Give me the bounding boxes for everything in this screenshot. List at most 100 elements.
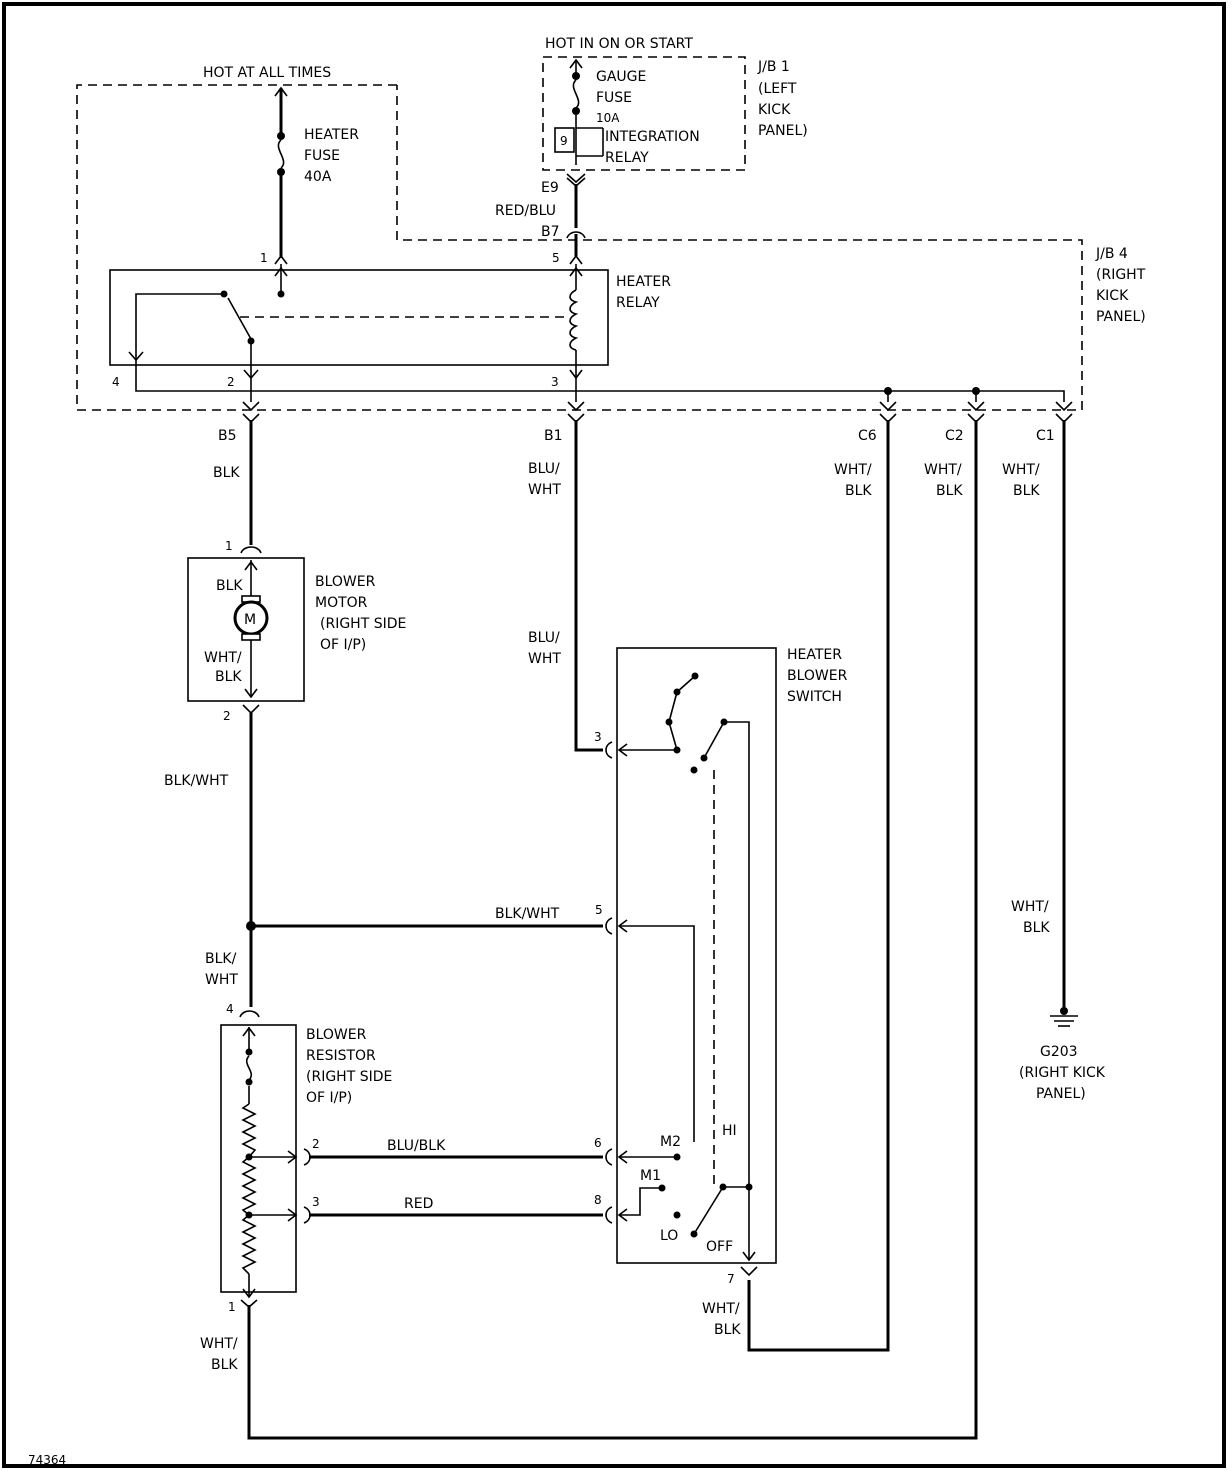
wire-label-blu-wht-b1: BLU/ WHT [528, 461, 561, 498]
wire-label-wht-blk-switch7: WHT/ BLK [702, 1301, 741, 1338]
resistor-pin-1: 1 [228, 1300, 236, 1314]
svg-text:WHT: WHT [528, 651, 561, 667]
svg-text:(LEFT: (LEFT [758, 81, 797, 97]
integration-relay: 9 [554, 127, 604, 157]
relay-pin-3: 3 [551, 375, 559, 389]
svg-text:BLOWER: BLOWER [315, 574, 376, 590]
figure-number: 74364 [28, 1453, 66, 1467]
ground-g203-label: G203 (RIGHT KICK PANEL) [1019, 1044, 1106, 1102]
integration-relay-label: INTEGRATION RELAY [605, 129, 700, 166]
wire-label-blu-wht-sw: BLU/ WHT [528, 630, 561, 667]
connector-e9-label: E9 [541, 180, 559, 196]
svg-text:OF I/P): OF I/P) [306, 1090, 352, 1106]
wire-label-wht-blk-resistor1: WHT/ BLK [200, 1336, 238, 1373]
jb4-label: J/B 4 (RIGHT KICK PANEL) [1095, 246, 1146, 325]
svg-text:J/B 1: J/B 1 [757, 59, 790, 75]
heater-relay-label: HEATER RELAY [616, 274, 671, 311]
motor-symbol: M [244, 612, 256, 628]
connector-c1-label: C1 [1036, 428, 1055, 444]
svg-text:OF I/P): OF I/P) [320, 637, 366, 653]
switch-pin-3: 3 [594, 730, 602, 744]
svg-text:WHT: WHT [528, 482, 561, 498]
relay-pin-5: 5 [552, 251, 560, 265]
switch-position-hi: HI [722, 1123, 737, 1139]
connector-c2-label: C2 [945, 428, 964, 444]
heater-relay-coil [569, 264, 583, 380]
switch-position-m2: M2 [660, 1134, 681, 1150]
switch-m1-contact [617, 1184, 666, 1222]
switch-position-lo: LO [660, 1228, 678, 1244]
hot-in-on-or-start-label: HOT IN ON OR START [545, 36, 693, 52]
wire-wht-blk-c2 [247, 420, 978, 1440]
svg-text:WHT/: WHT/ [1011, 899, 1049, 915]
wire-label-wht-blk-ground: WHT/ BLK [1011, 899, 1050, 936]
jb1-label: J/B 1 (LEFT KICK PANEL) [757, 59, 808, 139]
svg-text:HEATER: HEATER [304, 127, 359, 143]
svg-text:BLK: BLK [1023, 920, 1050, 936]
svg-text:BLK: BLK [714, 1322, 741, 1338]
switch-position-m1: M1 [640, 1168, 661, 1184]
blower-resistor [220, 1010, 311, 1309]
connector-b1-label: B1 [544, 428, 563, 444]
wire-label-blk-wht-horizontal: BLK/WHT [495, 906, 560, 922]
jb1-boundary [542, 56, 746, 171]
motor-pin-2: 2 [223, 709, 231, 723]
jb4-ground-bus [135, 360, 1065, 402]
integration-relay-pin: 9 [560, 134, 568, 148]
svg-text:BLK: BLK [845, 483, 872, 499]
svg-text:FUSE: FUSE [304, 148, 340, 164]
wire-label-blk-b5: BLK [213, 465, 240, 481]
wire-label-red-blu: RED/BLU [495, 203, 556, 219]
connector-e9 [566, 173, 586, 228]
connector-b7-label: B7 [541, 224, 560, 240]
wire-label-blu-blk: BLU/BLK [387, 1138, 446, 1154]
motor-wire-label-blk: BLK [216, 578, 243, 594]
switch-pin-6: 6 [594, 1136, 602, 1150]
jb4-output-connectors [242, 401, 1073, 424]
svg-text:WHT/: WHT/ [200, 1336, 238, 1352]
blower-motor: M [187, 546, 305, 715]
svg-text:BLOWER: BLOWER [787, 668, 848, 684]
heater-blower-switch-label: HEATER BLOWER SWITCH [787, 647, 848, 705]
svg-text:WHT/: WHT/ [834, 462, 872, 478]
svg-text:SWITCH: SWITCH [787, 689, 842, 705]
ground-symbol-icon [1050, 1007, 1078, 1027]
svg-text:RELAY: RELAY [605, 150, 649, 166]
switch-pin-7: 7 [727, 1272, 735, 1286]
heater-relay-contacts [128, 264, 567, 380]
relay-pin-2: 2 [227, 375, 235, 389]
svg-text:WHT/: WHT/ [204, 650, 242, 666]
svg-text:PANEL): PANEL) [1096, 309, 1146, 325]
svg-text:RESISTOR: RESISTOR [306, 1048, 376, 1064]
svg-text:MOTOR: MOTOR [315, 595, 368, 611]
svg-text:(RIGHT SIDE: (RIGHT SIDE [306, 1069, 392, 1085]
switch-connectors [605, 741, 758, 1277]
wire-wht-blk-c6 [747, 420, 890, 1352]
heater-relay-box [109, 269, 609, 366]
blower-motor-label: BLOWER MOTOR (RIGHT SIDE OF I/P) [315, 574, 406, 653]
svg-text:BLK/: BLK/ [205, 951, 237, 967]
relay-pin-4: 4 [112, 375, 120, 389]
motor-wire-label-wht-blk: WHT/ BLK [204, 650, 242, 685]
switch-pin-5: 5 [595, 903, 603, 917]
svg-text:WHT/: WHT/ [924, 462, 962, 478]
svg-text:FUSE: FUSE [596, 90, 632, 106]
svg-text:J/B 4: J/B 4 [1095, 246, 1128, 262]
svg-text:BLK: BLK [211, 1357, 238, 1373]
heater-fuse [274, 86, 288, 265]
switch-pin-8: 8 [594, 1193, 602, 1207]
svg-text:(RIGHT: (RIGHT [1096, 267, 1146, 283]
svg-text:KICK: KICK [1096, 288, 1129, 304]
wire-label-wht-blk-c1: WHT/ BLK [1002, 462, 1040, 499]
resistor-pin-2: 2 [312, 1137, 320, 1151]
wire-label-wht-blk-c2: WHT/ BLK [924, 462, 963, 499]
svg-text:KICK: KICK [758, 102, 791, 118]
gauge-fuse-label: GAUGE FUSE 10A [596, 69, 646, 125]
svg-text:BLK: BLK [215, 669, 242, 685]
wire-label-blk-wht-resistor: BLK/ WHT [205, 951, 238, 988]
jb4-boundary [76, 84, 1083, 411]
blower-resistor-label: BLOWER RESISTOR (RIGHT SIDE OF I/P) [306, 1027, 392, 1106]
wire-blu-wht-b1 [574, 420, 603, 752]
